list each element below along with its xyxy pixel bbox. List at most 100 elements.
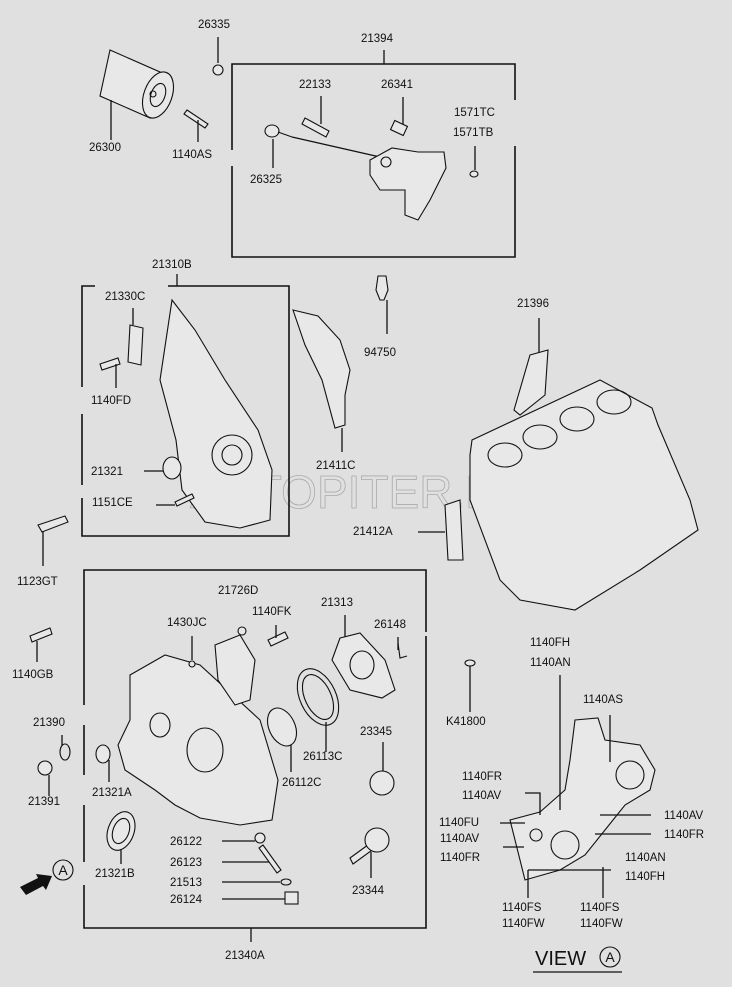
label-26300[interactable]: 26300 [89, 142, 121, 154]
label-21310b[interactable]: 21310B [152, 259, 192, 271]
bolt-1140fd-part [99, 357, 121, 371]
grommet-part [464, 659, 476, 667]
bracket-part [127, 324, 144, 366]
label-21412a[interactable]: 21412A [353, 526, 393, 538]
cylinder-block-part [469, 379, 699, 611]
label-1571tc[interactable]: 1571TC [454, 107, 495, 119]
label-1140fr-b[interactable]: 1140FR [440, 852, 480, 864]
label-21321b[interactable]: 21321B [95, 868, 135, 880]
label-21390[interactable]: 21390 [33, 717, 65, 729]
label-21396[interactable]: 21396 [517, 298, 549, 310]
label-1140fh-top[interactable]: 1140FH [530, 637, 570, 649]
seal-21321-part [162, 456, 182, 480]
front-case-group-box [83, 569, 427, 929]
label-1140an-top[interactable]: 1140AN [530, 657, 571, 669]
view-a-circle-icon [599, 946, 621, 968]
label-21391[interactable]: 21391 [28, 796, 60, 808]
label-26113c[interactable]: 26113C [303, 751, 342, 763]
timing-cover-part [159, 298, 273, 529]
oil-pump-group-box [231, 63, 516, 258]
outer-rotor-part [296, 668, 340, 726]
view-a-assembly-part [509, 717, 656, 881]
bolt-1140gb-part [29, 627, 53, 643]
nut-part [212, 64, 224, 76]
label-1140fw-l[interactable]: 1140FW [502, 918, 545, 930]
gasket-21412a-part [444, 499, 464, 561]
plug-26124-part [284, 891, 299, 905]
label-26124[interactable]: 26124 [170, 894, 203, 906]
pin-part [301, 117, 330, 138]
label-1140fk[interactable]: 1140FK [252, 606, 292, 618]
label-26148[interactable]: 26148 [374, 619, 406, 631]
gasket-21513-part [280, 878, 292, 886]
label-21313[interactable]: 21313 [321, 597, 353, 609]
gasket-21411c-part [292, 309, 351, 429]
label-1430jc[interactable]: 1430JC [167, 617, 207, 629]
label-1140fs-r[interactable]: 1140FS [580, 902, 620, 914]
label-21726d[interactable]: 21726D [218, 585, 258, 597]
label-26112c[interactable]: 26112C [282, 777, 321, 789]
seal-21321a-part [95, 744, 111, 764]
timing-cover-group-box [81, 285, 290, 537]
label-1140an-r[interactable]: 1140AN [625, 852, 666, 864]
leader-1140av-a [525, 792, 541, 815]
label-1140fh-r[interactable]: 1140FH [625, 871, 665, 883]
oil-filter-part [99, 49, 175, 119]
nut-21391-part [37, 760, 53, 776]
label-23344[interactable]: 23344 [352, 885, 385, 897]
seal-21321b-part [106, 811, 136, 851]
label-26123[interactable]: 26123 [170, 857, 202, 869]
pin-1151ce-part [174, 493, 195, 507]
label-21330c[interactable]: 21330C [105, 291, 145, 303]
spring-part [258, 844, 282, 874]
label-21321[interactable]: 21321 [91, 466, 123, 478]
ring-21390-part [59, 743, 71, 761]
label-26335[interactable]: 26335 [198, 19, 230, 31]
front-case-part [117, 654, 279, 826]
label-26325[interactable]: 26325 [250, 174, 282, 186]
label-1140fd[interactable]: 1140FD [91, 395, 131, 407]
bolt-26325-part [264, 124, 280, 138]
label-1140as-view[interactable]: 1140AS [583, 694, 623, 706]
inner-rotor-part [266, 707, 298, 747]
bolt-1140fk-part [267, 631, 289, 647]
arrow-a-marker: A [58, 862, 68, 878]
label-1140av-a[interactable]: 1140AV [462, 790, 502, 802]
label-21340a[interactable]: 21340A [225, 950, 265, 962]
label-23345[interactable]: 23345 [360, 726, 392, 738]
view-a-marker: A [605, 949, 615, 965]
label-1140fu[interactable]: 1140FU [439, 817, 479, 829]
label-21513[interactable]: 21513 [170, 877, 202, 889]
label-1140as-top[interactable]: 1140AS [172, 149, 212, 161]
label-k41800[interactable]: K41800 [446, 716, 486, 728]
label-1571tb[interactable]: 1571TB [453, 127, 494, 139]
view-arrow-icon [20, 874, 52, 895]
label-22133[interactable]: 22133 [299, 79, 331, 91]
plug-part [389, 119, 409, 137]
oil-pressure-switch-part [375, 275, 389, 301]
plate-21313-part [331, 632, 396, 699]
label-1151ce[interactable]: 1151CE [92, 497, 133, 509]
label-1123gt[interactable]: 1123GT [17, 576, 58, 588]
label-1140fs-l[interactable]: 1140FS [502, 902, 542, 914]
label-1140av-b[interactable]: 1140AV [440, 833, 480, 845]
bolt-1123gt-part [37, 515, 69, 533]
bolt-part [183, 109, 209, 129]
label-1140fr-r[interactable]: 1140FR [664, 829, 704, 841]
label-1140gb[interactable]: 1140GB [12, 669, 54, 681]
oil-pump-housing-part [369, 147, 447, 221]
label-26122[interactable]: 26122 [170, 836, 202, 848]
label-1140fw-r[interactable]: 1140FW [580, 918, 623, 930]
label-1140fr-a[interactable]: 1140FR [462, 771, 502, 783]
label-94750[interactable]: 94750 [364, 347, 396, 359]
label-21411c[interactable]: 21411C [316, 460, 355, 472]
label-21321a[interactable]: 21321A [92, 787, 132, 799]
label-21394[interactable]: 21394 [361, 33, 394, 45]
small-plug-part [469, 170, 479, 178]
label-1140av-r[interactable]: 1140AV [664, 810, 704, 822]
label-26341[interactable]: 26341 [381, 79, 413, 91]
part-labels: 26335 21394 26300 22133 26341 1571TC 157… [12, 19, 704, 962]
gear-23345-part [369, 770, 395, 796]
view-a-title: VIEW [535, 948, 586, 970]
